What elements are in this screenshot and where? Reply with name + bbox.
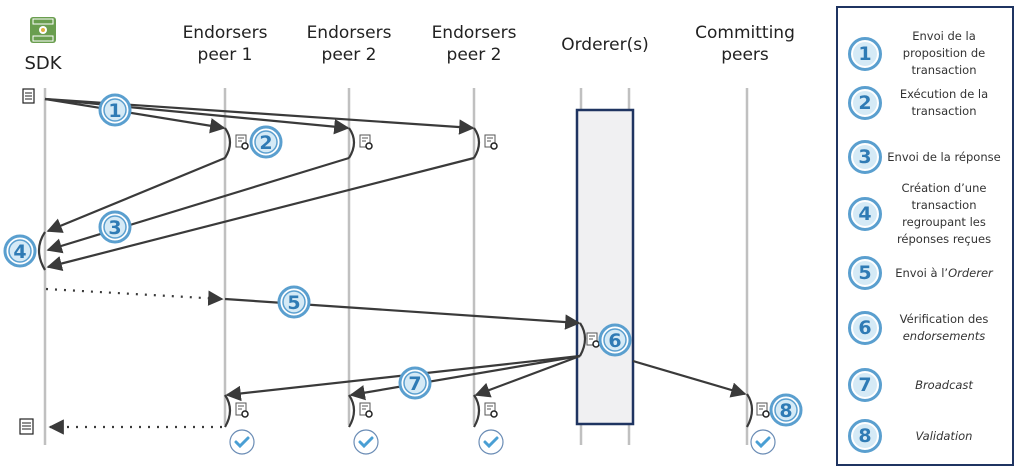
legend-text: Vérification des endorsements: [899, 312, 989, 343]
svg-text:1: 1: [108, 100, 121, 122]
validate-bracket-commit: [746, 393, 754, 428]
legend-number-badge: 2: [848, 86, 882, 120]
step-marker-3: 3: [98, 210, 132, 244]
validated-check-icon: [478, 429, 504, 455]
sdk-bracket: [37, 231, 46, 271]
validated-check-icon: [750, 429, 776, 455]
step-marker-2: 2: [249, 125, 283, 159]
validate-bracket-3: [473, 394, 481, 428]
arrow-response-1: [46, 156, 226, 233]
step-marker-8: 8: [769, 393, 803, 427]
chaincode-icon: [359, 402, 373, 418]
arrow-to-orderer-dotted: [45, 287, 224, 306]
svg-text:8: 8: [779, 400, 792, 422]
legend-item-7: 7 Broadcast: [838, 368, 1012, 402]
legend-number-badge: 3: [848, 140, 882, 174]
svg-text:5: 5: [287, 292, 300, 314]
legend-item-5: 5 Envoi à l’Orderer: [838, 256, 1012, 290]
chaincode-icon: [756, 402, 770, 418]
chaincode-icon: [586, 332, 600, 348]
orderer-bracket: [579, 322, 587, 357]
document-icon: [22, 88, 35, 104]
arrow-response-3: [46, 156, 475, 272]
validated-check-icon: [229, 429, 255, 455]
lane-header-committing: Committing peers: [695, 23, 795, 65]
step-marker-6: 6: [598, 323, 632, 357]
arrow-broadcast-3: [474, 354, 581, 398]
legend-text: Envoi de la réponse: [887, 149, 1001, 164]
svg-text:2: 2: [259, 132, 272, 154]
legend-text: Création d’une transaction regroupant le…: [896, 181, 992, 246]
svg-text:3: 3: [108, 217, 121, 239]
legend-item-8: 8 Validation: [838, 419, 1012, 453]
server-icon: [30, 17, 56, 43]
chaincode-icon: [235, 134, 249, 150]
step-marker-5: 5: [277, 285, 311, 319]
lane-header-endorser3: Endorsers peer 2: [431, 23, 517, 65]
lane-header-endorser1: Endorsers peer 1: [182, 23, 268, 65]
exec-bracket-3: [473, 127, 481, 159]
chaincode-icon: [235, 402, 249, 418]
chaincode-icon: [484, 134, 498, 150]
validated-check-icon: [353, 429, 379, 455]
exec-bracket-2: [348, 127, 356, 159]
legend-text: Exécution de la transaction: [899, 87, 989, 118]
validate-bracket-1: [224, 394, 232, 428]
legend-panel: 1 Envoi de la proposition de transaction 2…: [836, 6, 1014, 466]
legend-item-3: 3 Envoi de la réponse: [838, 140, 1012, 174]
legend-item-4: 4 Création d’une transaction regroupant l…: [838, 180, 1012, 248]
legend-item-1: 1 Envoi de la proposition de transaction: [838, 28, 1012, 79]
legend-number-badge: 7: [848, 368, 882, 402]
legend-text: Envoi à l’Orderer: [895, 265, 993, 280]
legend-item-2: 2 Exécution de la transaction: [838, 86, 1012, 120]
legend-number-badge: 5: [848, 256, 882, 290]
sdk-label: SDK: [24, 53, 62, 74]
svg-text:4: 4: [13, 241, 26, 263]
legend-number-badge: 8: [848, 419, 882, 453]
lane-header-endorser2: Endorsers peer 2: [306, 23, 392, 65]
arrow-broadcast-commit: [632, 359, 747, 398]
arrow-proposal-2: [44, 97, 350, 135]
step-marker-7: 7: [398, 366, 432, 400]
chaincode-icon: [359, 134, 373, 150]
step-marker-1: 1: [98, 93, 132, 127]
arrow-response-2: [46, 156, 350, 254]
validate-bracket-2: [348, 394, 356, 428]
chaincode-icon: [484, 402, 498, 418]
legend-text: Validation: [915, 428, 973, 443]
svg-text:7: 7: [408, 373, 421, 395]
lane-header-orderer: Orderer(s): [561, 35, 649, 55]
legend-text: Broadcast: [915, 377, 973, 392]
step-marker-4: 4: [3, 234, 37, 268]
legend-number-badge: 1: [848, 36, 882, 71]
arrow-broadcast-2: [349, 354, 581, 401]
legend-number-badge: 6: [848, 311, 882, 345]
svg-text:6: 6: [608, 330, 621, 352]
lifelines: [43, 88, 749, 445]
legend-number-badge: 4: [848, 197, 882, 231]
orderer-box: [575, 108, 635, 426]
exec-bracket-1: [224, 127, 232, 159]
document-list-icon: [19, 418, 34, 435]
legend-item-6: 6 Vérification des endorsements: [838, 311, 1012, 345]
legend-text: Envoi de la proposition de transaction: [902, 29, 986, 77]
arrow-proposal-1: [44, 97, 226, 134]
